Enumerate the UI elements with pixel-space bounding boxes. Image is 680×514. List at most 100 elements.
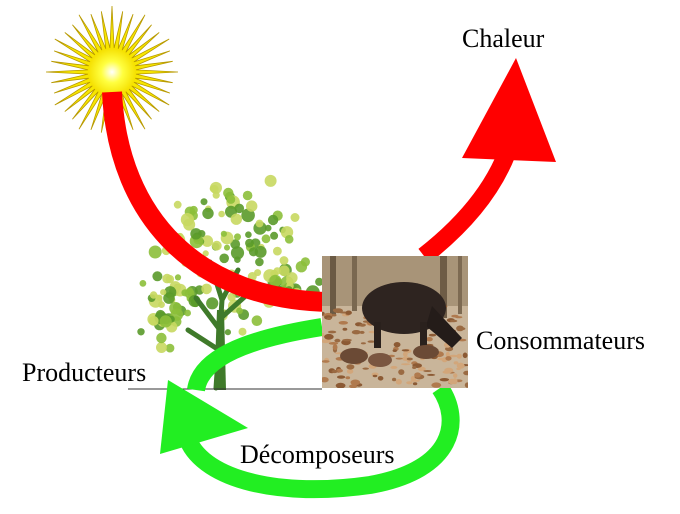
litter-leaf — [407, 358, 413, 361]
leaf — [201, 284, 212, 295]
litter-leaf — [411, 380, 421, 382]
leaf — [224, 245, 230, 251]
litter-leaf — [406, 381, 412, 384]
leaf — [255, 246, 267, 258]
litter-leaf — [429, 334, 436, 337]
leaf — [149, 316, 159, 326]
leaf — [265, 175, 277, 187]
leaf — [262, 234, 271, 243]
litter-leaf — [347, 369, 353, 374]
litter-leaf — [413, 382, 417, 385]
litter-leaf — [445, 356, 451, 361]
litter-leaf — [412, 366, 416, 369]
leaf — [140, 280, 147, 287]
leaf — [201, 198, 208, 205]
litter-leaf — [333, 309, 338, 312]
leaf — [236, 308, 243, 315]
heat-arrowhead — [462, 58, 556, 162]
leaf — [152, 271, 162, 281]
litter-leaf — [437, 358, 444, 361]
litter-leaf — [334, 339, 340, 343]
leaf — [184, 310, 191, 317]
leaf — [218, 211, 225, 218]
litter-leaf — [394, 342, 401, 347]
leaf — [291, 213, 300, 222]
leaf — [270, 232, 278, 240]
litter-leaf — [402, 349, 410, 351]
label-decomposers: Décomposeurs — [240, 442, 395, 468]
litter-leaf — [328, 331, 336, 334]
label-heat: Chaleur — [462, 26, 544, 52]
leaf — [219, 253, 229, 263]
leaf — [280, 256, 289, 265]
litter-leaf — [333, 344, 338, 350]
litter-leaf — [444, 368, 453, 373]
litter-leaf — [346, 376, 351, 379]
litter-leaf — [329, 342, 338, 345]
litter-leaf — [360, 331, 365, 334]
leaf — [273, 247, 282, 256]
litter-leaf — [414, 372, 421, 377]
leaf — [137, 328, 144, 335]
leaf — [231, 246, 244, 259]
litter-leaf — [448, 379, 456, 384]
leaf — [285, 235, 294, 244]
leaf — [265, 225, 272, 232]
litter-leaf — [346, 311, 352, 315]
leaf — [175, 274, 181, 280]
leaf — [160, 289, 166, 295]
litter-leaf — [362, 368, 369, 370]
litter-leaf — [392, 378, 396, 382]
litter-leaf — [396, 379, 402, 385]
litter-leaf — [327, 317, 331, 320]
leaf — [268, 215, 278, 225]
litter-leaf — [393, 349, 397, 352]
litter-leaf — [346, 364, 354, 369]
litter-leaf — [457, 354, 462, 359]
leaf — [231, 214, 242, 225]
litter-leaf — [352, 330, 361, 334]
leaf — [245, 231, 252, 238]
matter-cycle-loop — [188, 388, 451, 489]
leaf — [245, 239, 254, 248]
leaf — [158, 301, 165, 308]
litter-leaf — [324, 334, 334, 340]
litter-leaf — [456, 326, 464, 332]
litter-leaf — [431, 382, 441, 387]
litter-leaf — [396, 358, 403, 360]
leaf — [252, 315, 263, 326]
leaf — [225, 329, 231, 335]
matter-cycle-arrowhead — [160, 380, 248, 454]
litter-leaf — [361, 342, 366, 344]
leaf — [181, 289, 188, 296]
litter-leaf — [343, 328, 348, 331]
leaf — [301, 257, 310, 266]
leaf — [243, 191, 253, 201]
label-producers: Producteurs — [22, 360, 146, 386]
leaf — [256, 220, 264, 228]
litter-leaf — [427, 374, 435, 376]
litter-leaf — [373, 375, 378, 377]
litter-leaf — [351, 380, 361, 386]
leaf — [190, 228, 201, 239]
leaf — [156, 342, 167, 353]
leaf — [239, 328, 247, 336]
leaf — [160, 315, 172, 327]
leaf — [255, 258, 264, 267]
litter-leaf — [398, 369, 404, 375]
leaf — [210, 185, 217, 192]
litter-leaf — [342, 339, 352, 341]
leaf — [162, 274, 172, 284]
litter-leaf — [390, 366, 397, 369]
piglet — [368, 353, 392, 367]
litter-leaf — [423, 370, 431, 372]
wild-boar-photo — [322, 256, 468, 388]
leaf — [156, 333, 166, 343]
leaf — [150, 291, 157, 298]
label-consumers: Consommateurs — [476, 328, 645, 354]
litter-leaf — [378, 376, 384, 381]
leaf — [174, 201, 182, 209]
piglet — [340, 348, 368, 364]
leaf — [234, 233, 241, 240]
